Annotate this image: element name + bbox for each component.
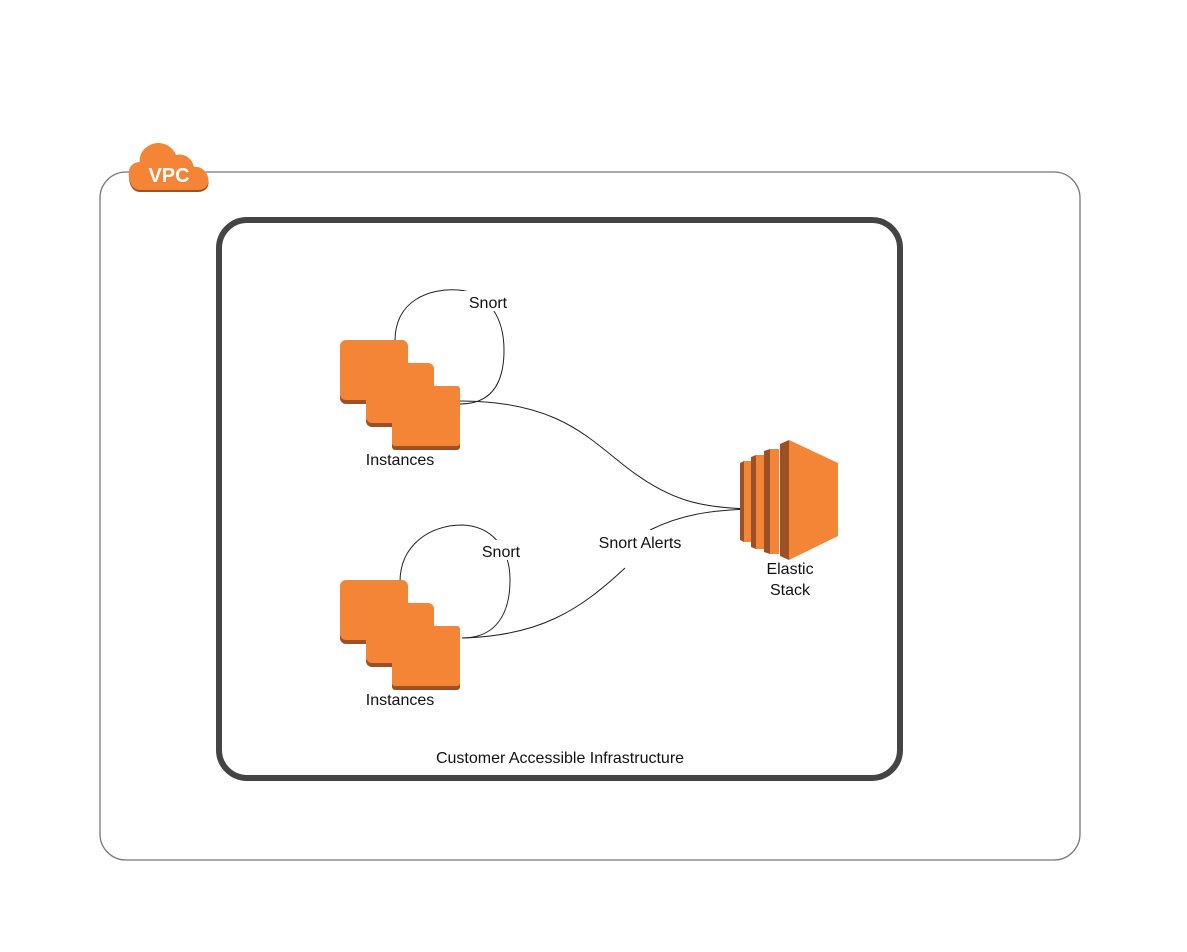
- infrastructure-label: Customer Accessible Infrastructure: [436, 750, 684, 767]
- instances-label-2: Instances: [366, 692, 434, 709]
- vpc-cloud-icon: VPC: [128, 143, 209, 192]
- connector-group2-to-elastic: [461, 567, 626, 639]
- elastic-stack-label-line2: Stack: [770, 582, 811, 599]
- snort-label-2: Snort: [482, 544, 521, 561]
- elastic-stack-icon[interactable]: [740, 440, 838, 560]
- infrastructure-boundary: [216, 217, 903, 781]
- connector-group2-to-elastic-upper: [649, 508, 753, 531]
- instances-label-1: Instances: [366, 452, 434, 469]
- vpc-boundary: [99, 171, 1081, 861]
- instances-icon-group-2[interactable]: [340, 580, 460, 690]
- connector-group1-to-elastic: [459, 400, 753, 510]
- snort-loop-2: [399, 524, 511, 639]
- snort-label-1: Snort: [469, 295, 508, 312]
- instances-icon-group-1[interactable]: [340, 340, 460, 450]
- elastic-stack-label-line1: Elastic: [766, 561, 813, 578]
- snort-alerts-label: Snort Alerts: [599, 535, 682, 552]
- vpc-label: VPC: [148, 165, 189, 187]
